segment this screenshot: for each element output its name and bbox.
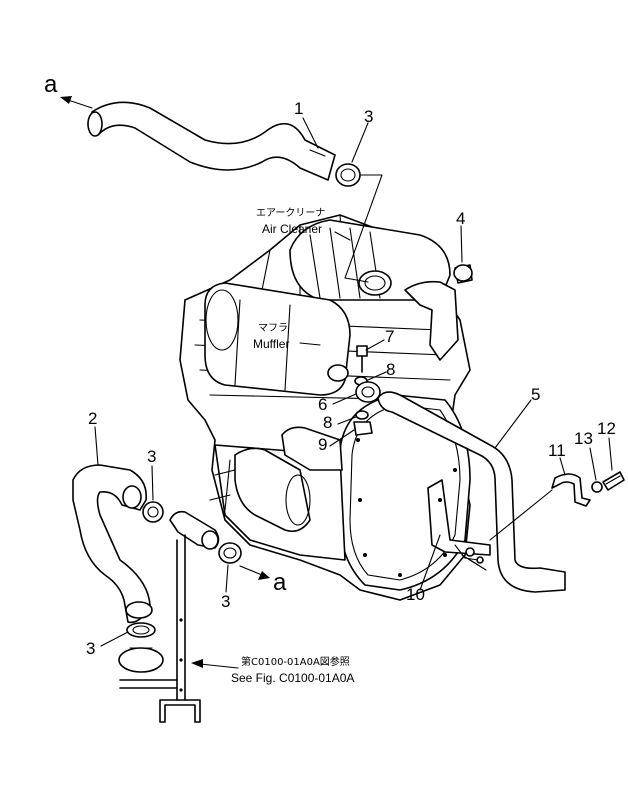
- callout-1: 1: [294, 99, 303, 118]
- plug-part-4: [453, 264, 473, 284]
- callout-7: 7: [385, 327, 394, 346]
- callout-10: 10: [406, 585, 425, 604]
- clamp-part-3-top: [335, 163, 361, 187]
- washer-part-13: [591, 481, 603, 493]
- nut-part-9: [353, 421, 373, 436]
- clamp-part-3-bottom: [126, 622, 156, 638]
- callout-5: 5: [531, 385, 540, 404]
- washer-part-8-lower: [355, 410, 369, 420]
- callout-6: 6: [318, 395, 327, 414]
- callout-a-bottom: a: [273, 569, 287, 596]
- engine-block: [179, 214, 471, 601]
- muffler-label: Muffler: [253, 337, 289, 351]
- clamp-part-6: [355, 381, 381, 403]
- callout-8-lower: 8: [323, 413, 332, 432]
- callouts: a a 1 2 3 3 3 3 4 5 6 7 8 8 9 10 11 12 1…: [44, 71, 616, 685]
- callout-3-bottom: 3: [86, 639, 95, 658]
- callout-11: 11: [548, 441, 566, 460]
- clip-part-11: [551, 473, 591, 507]
- bracket-part-10: [427, 479, 491, 564]
- hose-part-2: [72, 464, 153, 624]
- pipe-part-5: [377, 391, 566, 593]
- bolt-part-7: [356, 345, 368, 373]
- leader-lines: [60, 96, 613, 669]
- see-fig-label: See Fig. C0100-01A0A: [231, 671, 354, 685]
- callout-13: 13: [574, 429, 593, 448]
- callout-4: 4: [456, 209, 465, 228]
- support-stand: [119, 534, 201, 723]
- callout-3-top: 3: [364, 107, 373, 126]
- see-fig-label-jp: 第C0100-01A0A図参照: [241, 655, 350, 668]
- pipe-on-stand: [169, 510, 220, 550]
- bolt-part-12: [602, 471, 625, 491]
- callout-12: 12: [597, 419, 616, 438]
- bracket-bolts: [461, 554, 487, 571]
- callout-a-top: a: [44, 71, 58, 98]
- callout-8-upper: 8: [386, 360, 395, 379]
- callout-3-left: 3: [147, 447, 156, 466]
- air-cleaner-label: Air Cleaner: [262, 222, 322, 236]
- hose-part-1: [87, 101, 336, 181]
- callout-9: 9: [318, 435, 327, 454]
- callout-2: 2: [88, 409, 97, 428]
- air-cleaner-label-jp: エアークリーナ: [256, 207, 325, 219]
- radiator-neck: [118, 647, 164, 673]
- callout-3-lower: 3: [221, 592, 230, 611]
- muffler-label-jp: マフラ: [258, 322, 288, 334]
- clamp-part-3-lower: [218, 542, 242, 564]
- clamp-part-3-left: [142, 501, 164, 523]
